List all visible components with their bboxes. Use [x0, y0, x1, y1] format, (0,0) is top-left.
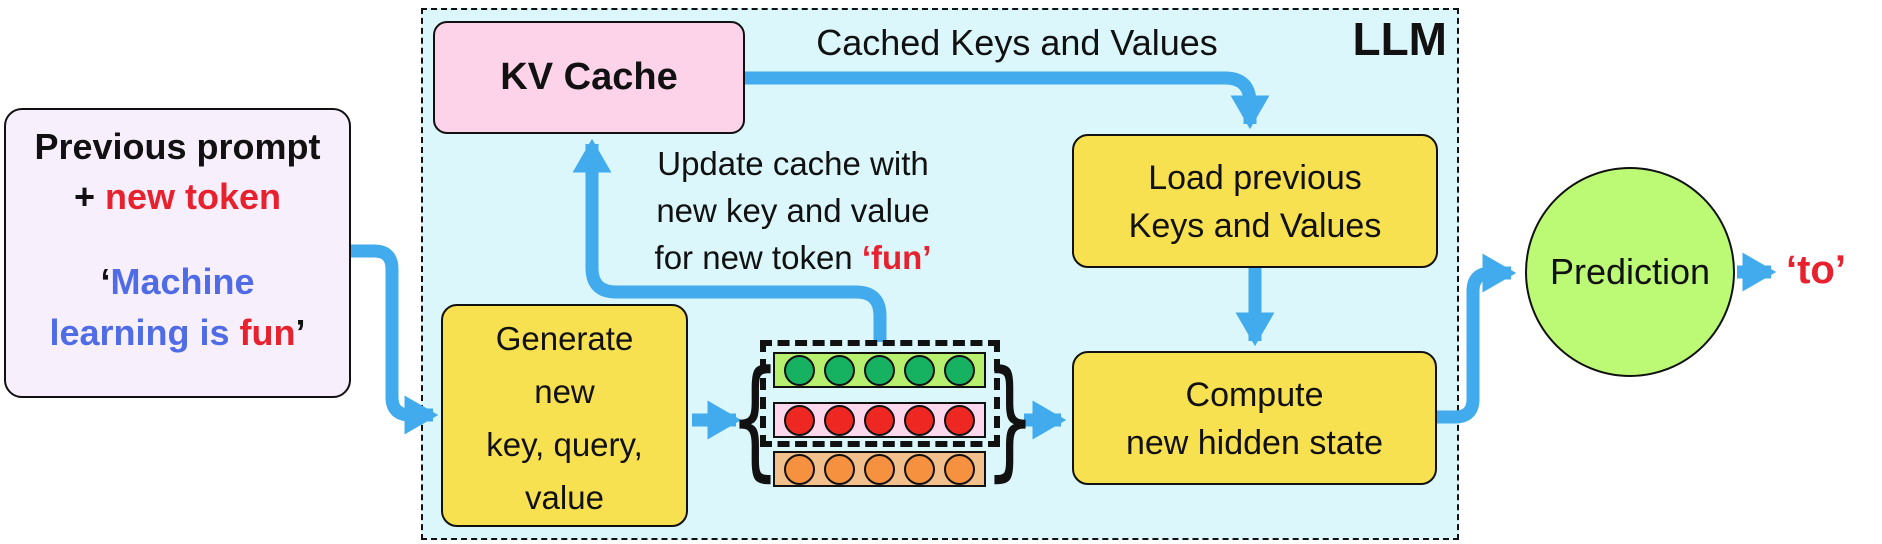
generate-line2: new	[534, 373, 595, 410]
prompt-title: Previous prompt	[34, 126, 321, 167]
generate-line3: key, query,	[486, 426, 643, 463]
token-dot	[904, 354, 935, 386]
token-dot	[944, 354, 975, 386]
brace-close: }	[984, 341, 1036, 494]
load-line1: Load previous	[1148, 159, 1362, 197]
compute-line1: Compute	[1185, 376, 1324, 414]
load-line2: Keys and Values	[1128, 207, 1382, 245]
token-dot	[864, 354, 895, 386]
token-row-1	[773, 402, 986, 438]
generate-box: Generate new key, query, value	[441, 304, 688, 527]
token-dot	[904, 404, 935, 436]
update-note-line2: new key and value	[656, 192, 930, 229]
arrow-tokens-to-kvcache	[572, 138, 887, 342]
previous-prompt-box: Previous prompt + new token ‘Machine lea…	[4, 108, 351, 398]
token-dot	[944, 404, 975, 436]
kv-cache-label: KV Cache	[500, 56, 678, 98]
token-dot	[904, 453, 935, 485]
compute-line2: new hidden state	[1125, 424, 1384, 462]
token-dot	[864, 404, 895, 436]
token-dot	[824, 354, 855, 386]
arrow-kvcache-to-load	[745, 71, 1270, 130]
token-dot	[784, 404, 815, 436]
token-dot	[864, 453, 895, 485]
token-dot	[784, 453, 815, 485]
token-vectors-dashed-box	[760, 340, 1000, 447]
generate-line4: value	[525, 479, 604, 516]
kv-cache-box: KV Cache	[433, 21, 745, 134]
update-note-line3: for new token ‘fun’	[654, 239, 932, 276]
brace-open: {	[729, 341, 781, 494]
prediction-label: Prediction	[1549, 251, 1711, 292]
prediction-circle: Prediction	[1525, 167, 1735, 377]
token-dot	[824, 453, 855, 485]
prompt-new-token-line: + new token	[73, 176, 282, 217]
arrow-prompt-to-generate	[351, 244, 439, 435]
output-token: ‘to’	[1786, 248, 1846, 292]
load-previous-box: Load previous Keys and Values	[1072, 134, 1438, 268]
token-dot	[944, 453, 975, 485]
compute-hidden-state-box: Compute new hidden state	[1072, 351, 1437, 485]
cached-keys-values-label: Cached Keys and Values	[816, 22, 1218, 63]
arrow-compute-to-prediction	[1437, 253, 1517, 424]
token-dot	[784, 354, 815, 386]
update-cache-note: Update cache with new key and value for …	[610, 140, 976, 281]
token-row-2	[773, 451, 986, 487]
update-note-line1: Update cache with	[657, 145, 929, 182]
generate-line1: Generate	[495, 320, 634, 357]
prompt-text-line2: learning is fun’	[49, 312, 306, 353]
prompt-text-line1: ‘Machine	[100, 261, 255, 302]
token-row-0	[773, 352, 986, 388]
llm-label: LLM	[1352, 13, 1447, 65]
token-dot	[824, 404, 855, 436]
